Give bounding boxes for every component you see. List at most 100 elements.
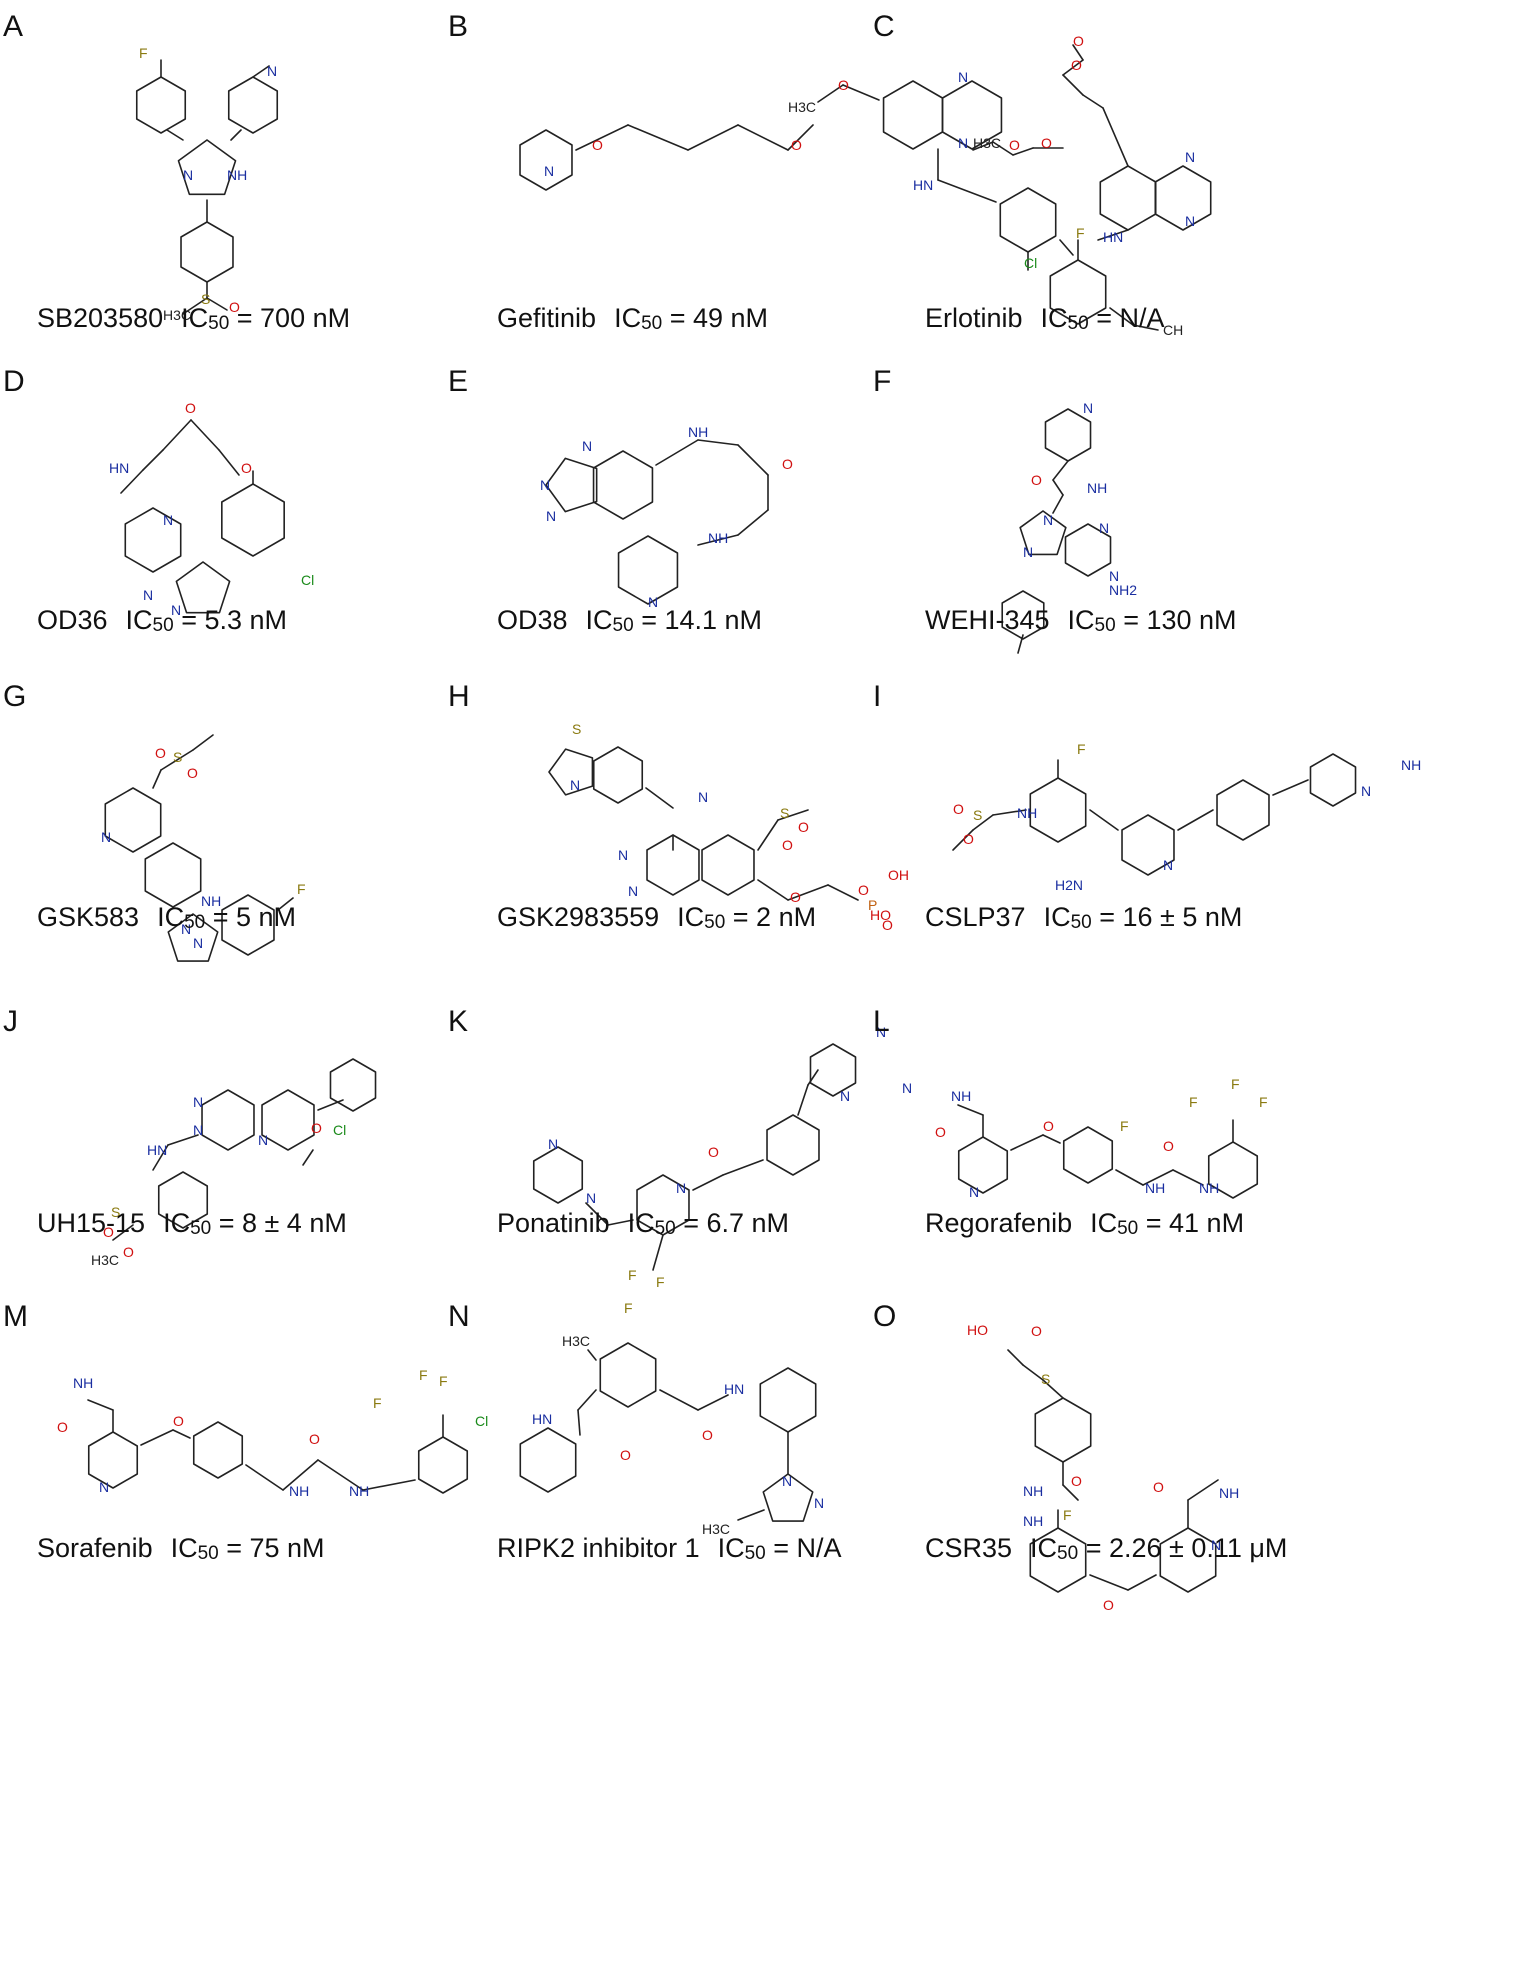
bond xyxy=(190,419,220,451)
atom-label: F xyxy=(1189,1094,1198,1110)
ic50-value: = 5.3 nM xyxy=(173,605,288,635)
ring xyxy=(135,76,187,134)
ic50-subscript: 50 xyxy=(152,615,174,636)
compound-name: GSK2983559 xyxy=(497,902,660,932)
compound-name: Regorafenib xyxy=(925,1208,1073,1238)
atom-label: F xyxy=(1077,741,1086,757)
atom-label: F xyxy=(1063,1507,1072,1523)
ring xyxy=(592,450,654,520)
ic50-label: IC xyxy=(717,1533,745,1563)
bond xyxy=(972,814,994,831)
bond xyxy=(1109,307,1134,326)
atom-label: N xyxy=(628,883,638,899)
ring xyxy=(1099,165,1157,231)
atom-label: H3C xyxy=(562,1333,590,1349)
atom-label: O xyxy=(620,1447,631,1463)
atom-label: NH xyxy=(349,1483,369,1499)
ring xyxy=(124,507,182,573)
atom-label: S xyxy=(201,291,210,307)
atom-label: O xyxy=(155,745,166,761)
ic50-subscript: 50 xyxy=(744,1543,766,1564)
atom-label: N xyxy=(1083,400,1093,416)
ic50-subscript: 50 xyxy=(190,1218,212,1239)
panel-letter: K xyxy=(448,1005,469,1038)
ring xyxy=(221,483,285,557)
atom-label: HN xyxy=(913,177,933,193)
atom-label: Cl xyxy=(333,1122,346,1138)
atom-label: N xyxy=(570,777,580,793)
ring xyxy=(545,457,598,513)
atom-label: NH xyxy=(73,1375,93,1391)
ring xyxy=(1064,523,1112,577)
bond xyxy=(1022,1364,1044,1381)
ic50-label: IC xyxy=(1043,902,1071,932)
bond xyxy=(160,749,194,771)
compound-name: UH15-15 xyxy=(37,1208,146,1238)
ring xyxy=(1207,1141,1259,1199)
ring xyxy=(1019,510,1067,556)
atom-label: N xyxy=(193,935,203,951)
atom-label: NH xyxy=(708,530,728,546)
ring xyxy=(1049,259,1107,325)
bond xyxy=(1042,1134,1061,1144)
atom-label: H3C xyxy=(91,1252,119,1268)
atom-label: F xyxy=(1231,1076,1240,1092)
bond xyxy=(1072,44,1084,61)
atom-label: N xyxy=(1099,520,1109,536)
atom-label: O xyxy=(791,137,802,153)
ic50-subscript: 50 xyxy=(197,1543,219,1564)
bond xyxy=(787,884,829,901)
bond xyxy=(992,141,1014,156)
atom-label: O xyxy=(708,1144,719,1160)
ic50-value: = 14.1 nM xyxy=(633,605,763,635)
ic50-value: = 75 nM xyxy=(218,1533,325,1563)
atom-label: S xyxy=(173,749,182,765)
atom-label: N xyxy=(586,1190,596,1206)
ring xyxy=(941,80,1003,150)
ring xyxy=(177,139,237,196)
bond xyxy=(807,1069,819,1086)
ring xyxy=(144,842,202,908)
ic50-subscript: 50 xyxy=(641,313,663,334)
bond xyxy=(777,809,809,821)
compound-name: CSR35 xyxy=(925,1533,1013,1563)
atom-label: NH xyxy=(1219,1485,1239,1501)
atom-label: F xyxy=(1259,1094,1268,1110)
atom-label: N xyxy=(99,1479,109,1495)
atom-label: N xyxy=(101,829,111,845)
atom-label: O xyxy=(963,831,974,847)
atom-label: F xyxy=(373,1395,382,1411)
atom-label: N xyxy=(876,1024,886,1040)
atom-label: O xyxy=(1103,1597,1114,1613)
atom-label: O xyxy=(1031,1323,1042,1339)
bond xyxy=(957,1104,984,1116)
atom-label: N xyxy=(540,477,550,493)
atom-label: F xyxy=(656,1274,665,1290)
atom-label: CH xyxy=(1163,322,1183,338)
bond xyxy=(206,297,228,311)
atom-label: N xyxy=(171,602,181,618)
ic50-subscript: 50 xyxy=(704,912,726,933)
atom-label: Cl xyxy=(1024,255,1037,271)
compound-name: OD38 xyxy=(497,605,568,635)
ic50-value: = 6.7 nM xyxy=(675,1208,790,1238)
atom-label: O xyxy=(241,460,252,476)
ring xyxy=(1121,814,1175,876)
atom-label: O xyxy=(311,1120,322,1136)
atom-label: N xyxy=(193,1122,203,1138)
ring xyxy=(1044,408,1092,462)
bond xyxy=(87,1399,114,1411)
bond xyxy=(302,1149,314,1166)
